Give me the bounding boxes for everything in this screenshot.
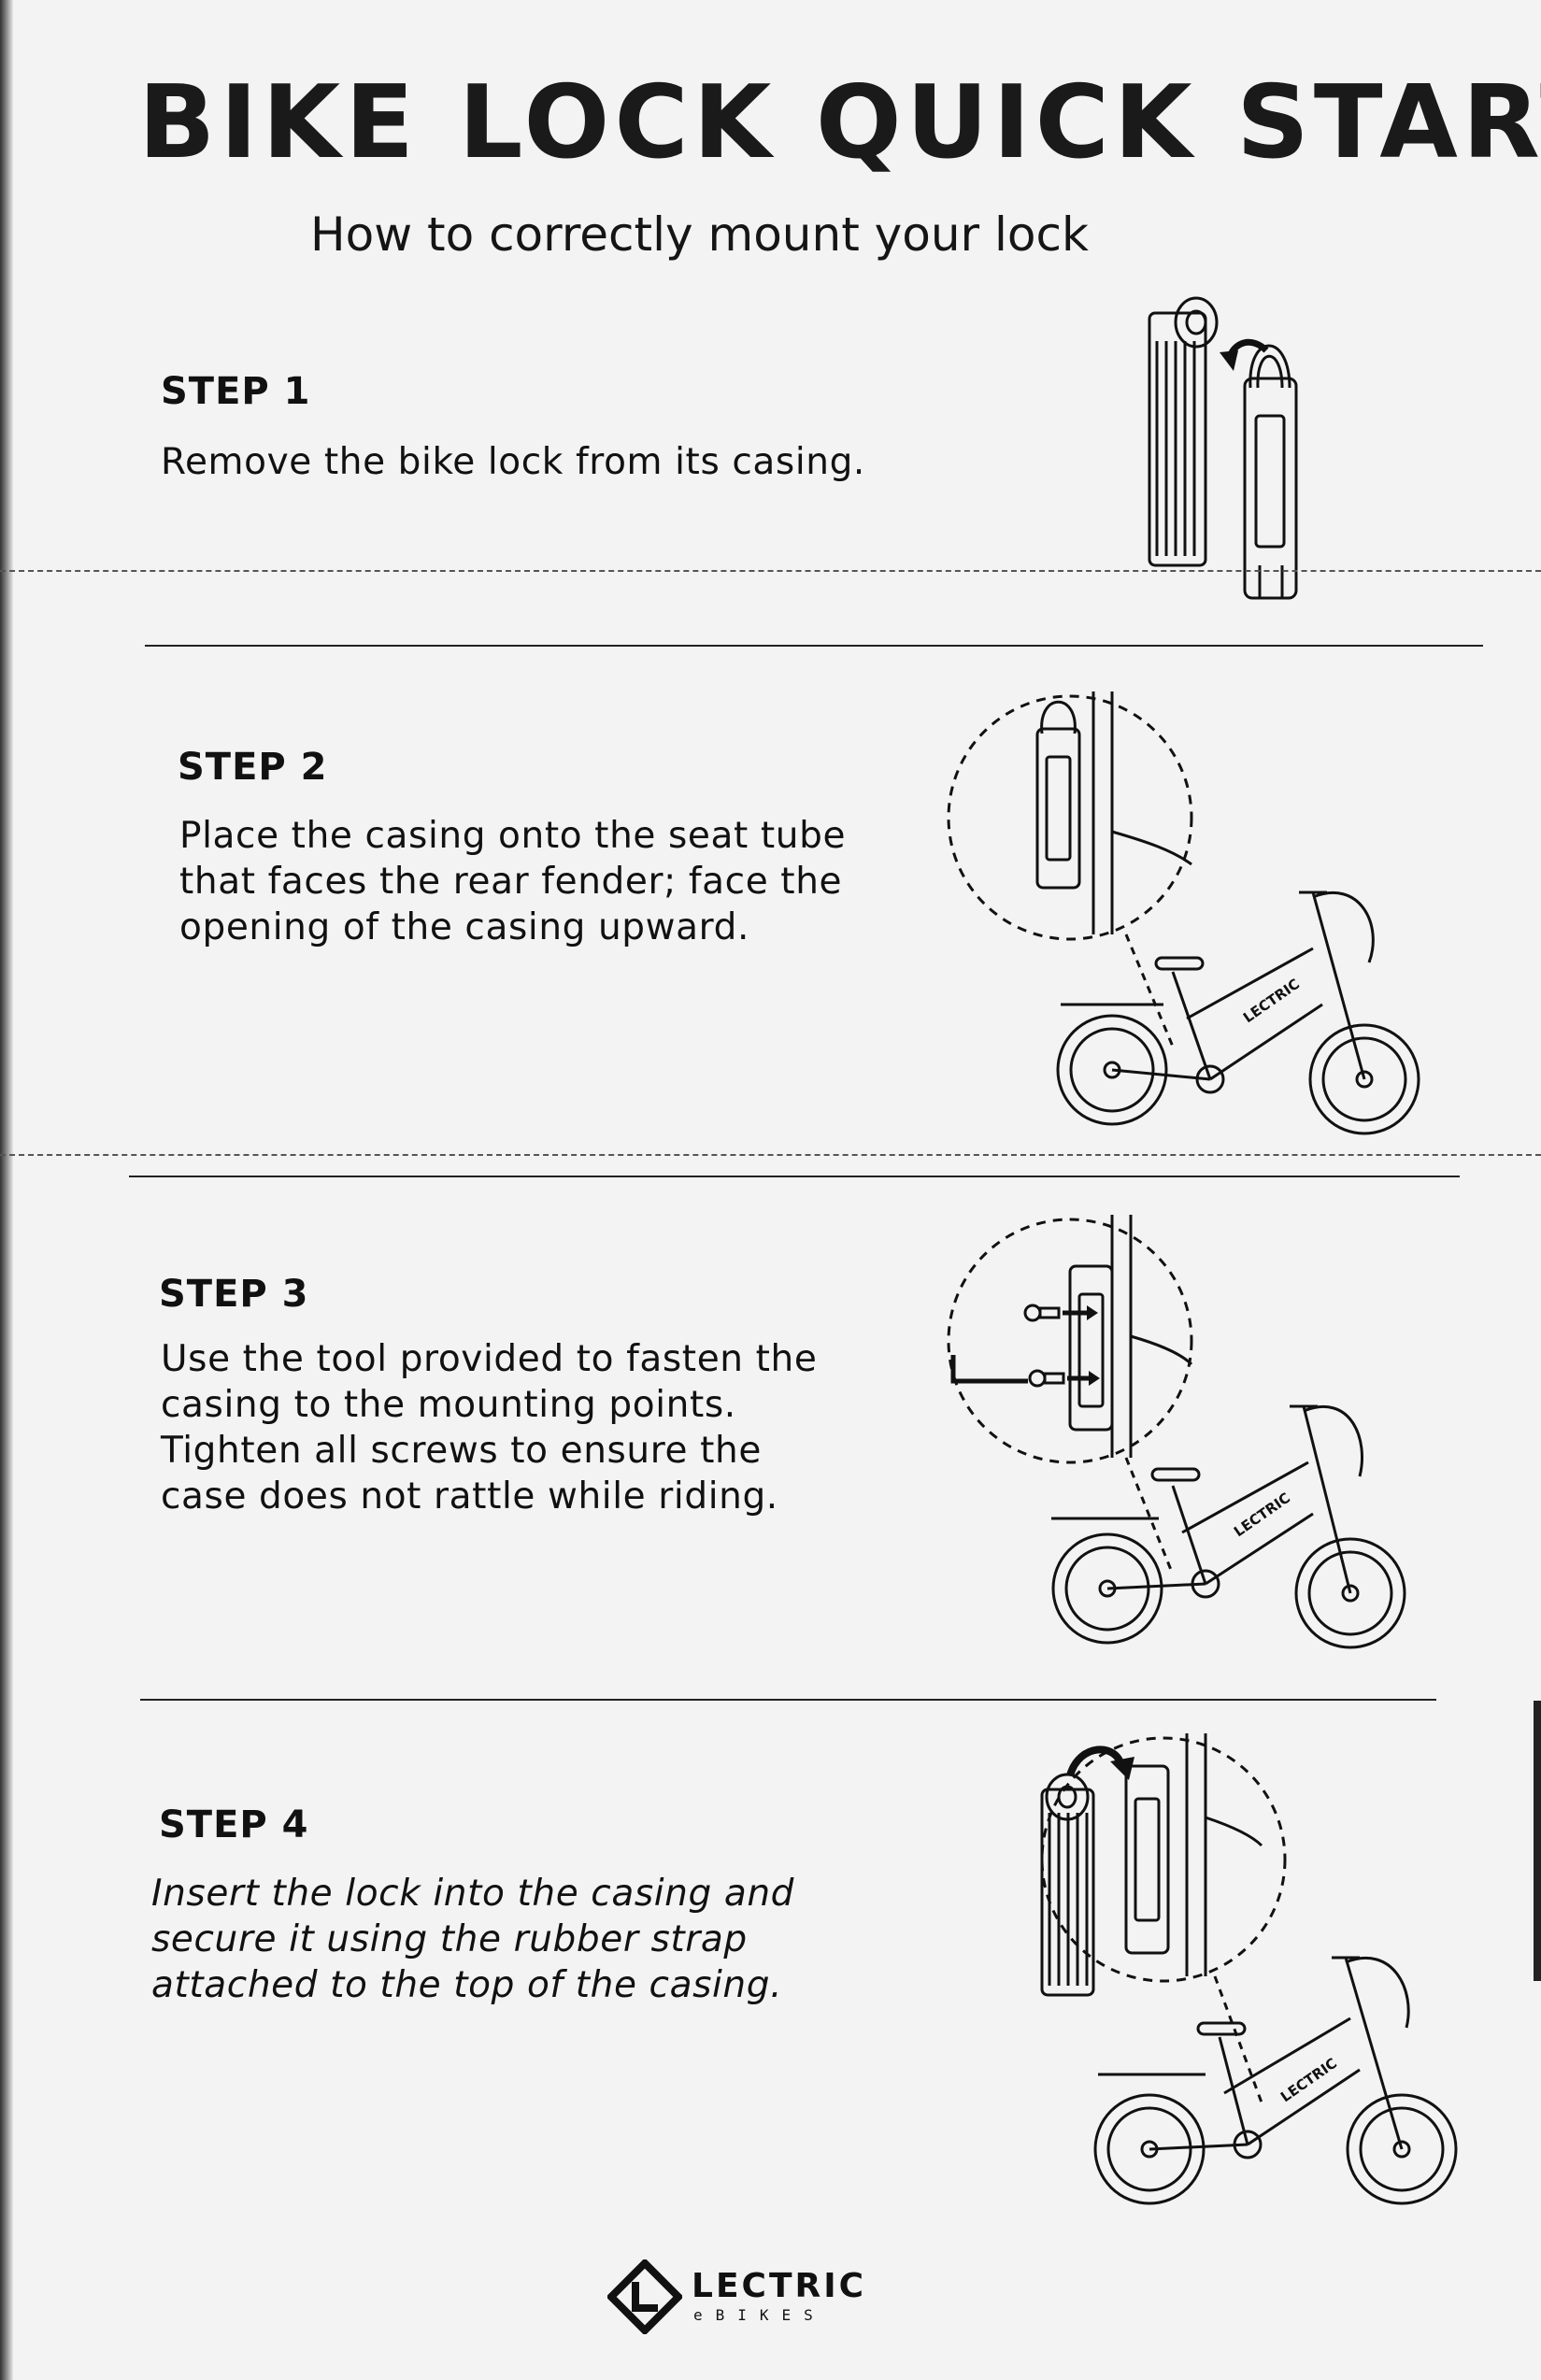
bike-icon [1095, 1958, 1456, 2203]
zoom-callout-circle [949, 696, 1191, 939]
screw-mounting-icon: LECTRIC [939, 1215, 1463, 1663]
bike-icon [1058, 892, 1419, 1133]
step-2-line: Place the casing onto the seat tube [179, 815, 847, 857]
lock-insert-icon: LECTRIC [963, 1733, 1486, 2219]
frame-decal-text: LECTRIC [1277, 2055, 1340, 2105]
step-4-heading: STEP 4 [159, 1803, 309, 1846]
step-3-line: Use the tool provided to fasten the [161, 1338, 818, 1380]
brand-name: LECTRIC [692, 2267, 867, 2305]
document-title: BIKE LOCK QUICK START [138, 64, 1541, 181]
zoom-callout-circle [1042, 1738, 1285, 1981]
step-1-line: Remove the bike lock from its casing. [161, 441, 865, 483]
screw-icon [1030, 1371, 1100, 1386]
scanned-page-edge-right [1534, 1701, 1541, 1981]
section-divider [145, 645, 1483, 647]
arrow-icon [1070, 1749, 1121, 1775]
step-1-text: Remove the bike lock from its casing. [161, 439, 865, 485]
step-2-heading: STEP 2 [178, 746, 328, 789]
section-divider [129, 1176, 1460, 1177]
step-4-line: Insert the lock into the casing and [151, 1873, 795, 1915]
scanned-page-edge [0, 0, 13, 2380]
arrowhead-icon [1220, 350, 1238, 371]
screw-icon [1025, 1305, 1098, 1320]
step-4-text: Insert the lock into the casing and secu… [151, 1871, 794, 2008]
lock-removal-icon [1140, 294, 1327, 612]
brand-subtitle: eBIKES [693, 2306, 826, 2324]
fold-line [0, 570, 1541, 572]
step-2-line: that faces the rear fender; face the [179, 861, 843, 903]
folding-lock-icon [1042, 1774, 1093, 1995]
step-3-line: Tighten all screws to ensure the [161, 1430, 762, 1472]
zoom-callout-circle [949, 1219, 1191, 1462]
bike-icon [1051, 1406, 1405, 1647]
folding-lock-icon [1149, 298, 1217, 565]
arrowhead-icon [1110, 1757, 1134, 1780]
step-3-text: Use the tool provided to fasten the casi… [161, 1336, 817, 1519]
step-3-line: case does not rattle while riding. [161, 1475, 778, 1518]
section-divider [140, 1699, 1436, 1701]
step-3-line: casing to the mounting points. [161, 1384, 736, 1426]
step-4-line: secure it using the rubber strap [151, 1918, 748, 1960]
lectric-logo-icon [607, 2259, 682, 2334]
step-2-line: opening of the casing upward. [179, 906, 749, 948]
step-2-text: Place the casing onto the seat tube that… [179, 813, 846, 950]
allen-key-icon [953, 1355, 1028, 1381]
step-4-line: attached to the top of the casing. [151, 1964, 783, 2006]
casing-detail-icon [1126, 1733, 1262, 1976]
document-subtitle: How to correctly mount your lock [310, 207, 1089, 262]
fold-line [0, 1154, 1541, 1156]
casing-icon [1245, 346, 1296, 598]
step-3-heading: STEP 3 [159, 1273, 309, 1316]
step-1-heading: STEP 1 [161, 370, 311, 413]
casing-detail-icon [1070, 1215, 1191, 1458]
casing-on-seat-tube-icon: LECTRIC [939, 691, 1463, 1140]
brand-logo: LECTRIC eBIKES [607, 2259, 869, 2344]
casing-detail-icon [1037, 691, 1191, 934]
